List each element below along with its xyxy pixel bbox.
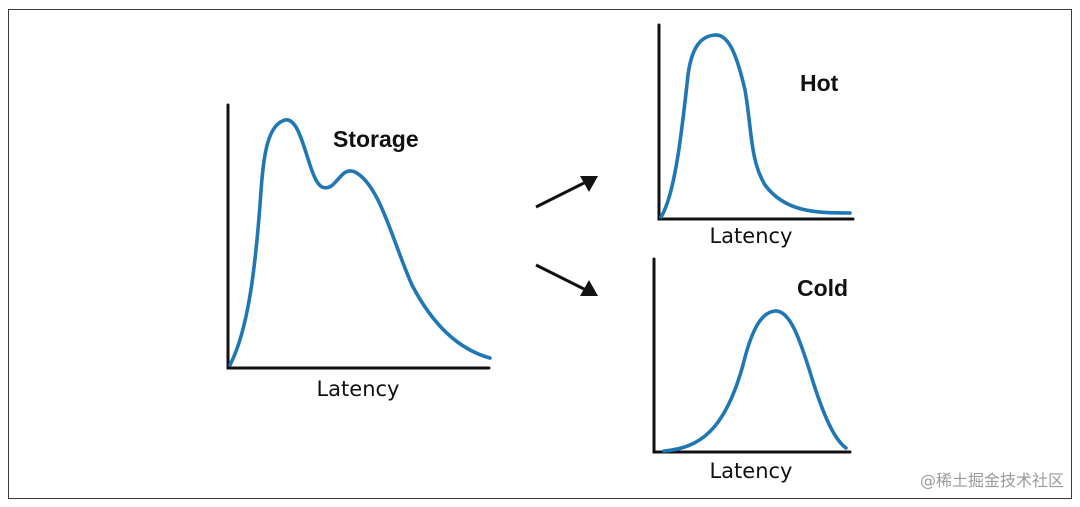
- cold-chart: Cold Latency: [652, 257, 852, 483]
- hot-distribution-curve: [659, 33, 852, 219]
- figure-frame: [8, 9, 1072, 499]
- storage-title: Storage: [333, 126, 419, 152]
- arrow-to-cold: [535, 263, 598, 296]
- storage-axes: [226, 103, 491, 370]
- watermark-text: @稀土掘金技术社区: [919, 471, 1064, 490]
- hot-x-axis-label: Latency: [709, 224, 792, 248]
- hot-title: Hot: [800, 70, 839, 96]
- cold-title: Cold: [797, 275, 848, 301]
- storage-distribution-curve: [228, 118, 492, 367]
- cold-axes: [652, 257, 852, 454]
- storage-x-axis-label: Latency: [316, 377, 399, 401]
- cold-distribution-curve: [662, 309, 848, 453]
- hot-chart: Hot Latency: [657, 23, 855, 248]
- split-arrows: [535, 176, 598, 296]
- hot-axes: [657, 23, 855, 221]
- cold-x-axis-label: Latency: [709, 459, 792, 483]
- arrow-to-hot: [535, 176, 598, 209]
- storage-chart: Storage Latency: [226, 103, 492, 401]
